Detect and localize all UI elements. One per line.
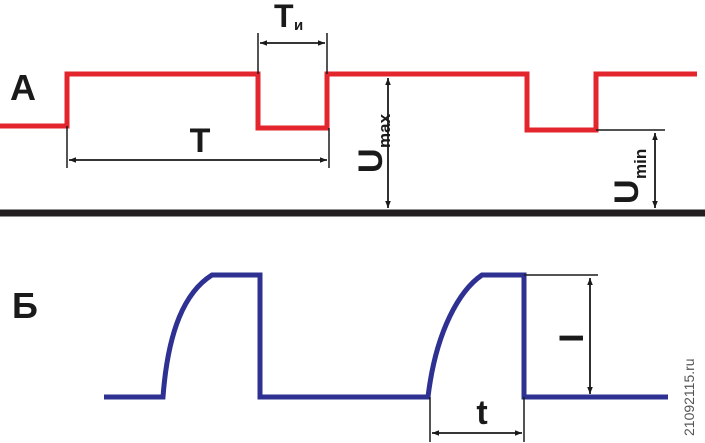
panel-b: Б I t [12, 272, 668, 442]
panel-a-label: А [10, 67, 36, 108]
time-dimension: t [429, 394, 525, 442]
umin-dimension: U min [596, 129, 665, 208]
umax-dimension: U max [352, 78, 394, 208]
pwm-signal-a [0, 71, 697, 133]
pulse-width-label: T [274, 0, 294, 34]
watermark-text: 21092115.ru [681, 358, 697, 436]
time-label: t [476, 394, 487, 432]
pulse-width-subscript: и [294, 17, 303, 34]
panel-a: А T и T U max [0, 0, 705, 217]
current-dimension: I [524, 274, 598, 394]
pulse-width-dimension: T и [257, 0, 328, 74]
panel-b-label: Б [12, 285, 38, 326]
period-dimension: T [66, 122, 330, 168]
umin-label: U [608, 179, 646, 204]
watermark: 21092115.ru [681, 358, 697, 436]
current-signal-b [104, 272, 668, 400]
umin-subscript: min [631, 149, 650, 179]
period-label: T [190, 122, 211, 160]
umax-subscript: max [375, 113, 394, 148]
umax-label: U [352, 148, 390, 173]
current-label: I [553, 333, 591, 342]
